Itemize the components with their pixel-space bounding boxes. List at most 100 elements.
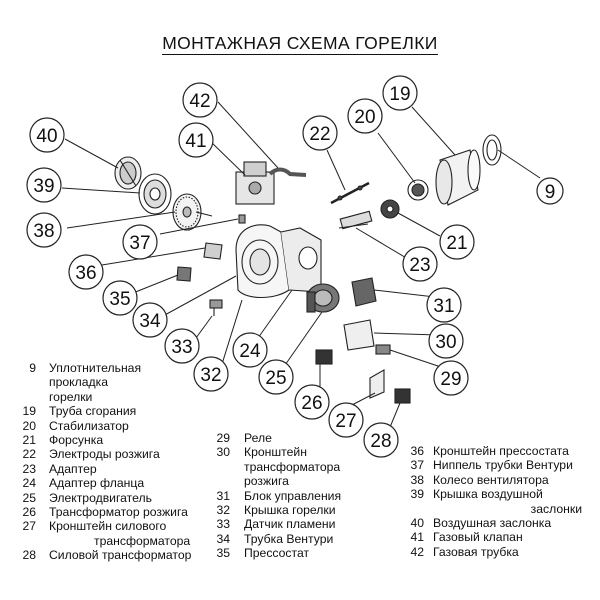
callout-number: 41	[185, 131, 206, 152]
legend-text-line: Крышка горелки	[244, 503, 336, 518]
callout-41: 41	[178, 122, 214, 158]
legend-number: 22	[22, 447, 36, 462]
legend-entry: 38 Колесо вентилятора	[400, 473, 600, 487]
callout-37: 37	[122, 224, 158, 260]
legend-text: Газовая трубка	[433, 545, 600, 559]
callout-circle	[26, 212, 62, 248]
callout-circle	[382, 75, 418, 111]
legend-number: 27	[22, 519, 36, 534]
callout-23: 23	[402, 246, 438, 282]
callout-number: 42	[189, 91, 210, 112]
callout-number: 21	[446, 233, 467, 254]
callout-number: 9	[545, 182, 556, 203]
legend-text-line: Форсунка	[49, 433, 104, 448]
nozzle-part	[380, 199, 400, 219]
venturi-nipple-part	[238, 214, 246, 224]
legend-text-line: Адаптер	[49, 461, 97, 476]
callout-circle	[193, 356, 229, 392]
callout-number: 20	[354, 107, 375, 128]
legend-text-line: Адаптер фланца	[49, 476, 145, 491]
legend-text-line: Блок управления	[244, 488, 342, 503]
legend-number: 20	[22, 418, 36, 433]
legend-number: 34	[216, 531, 230, 546]
callout-number: 31	[433, 296, 454, 317]
callout-circle	[164, 328, 200, 364]
diagram-title: МОНТАЖНАЯ СХЕМА ГОРЕЛКИ	[162, 33, 438, 55]
callout-36: 36	[68, 254, 104, 290]
legend-text: Адаптер фланца	[49, 476, 229, 490]
legend-number: 40	[410, 516, 424, 531]
legend-text: Воздушная заслонка	[433, 516, 600, 530]
legend-entry: 42 Газовая трубка	[400, 545, 600, 559]
callout-30: 30	[428, 323, 464, 359]
callout-number: 30	[435, 332, 456, 353]
legend-text: Блок управления	[244, 489, 412, 503]
callout-9: 9	[536, 177, 564, 205]
combustion-tube-part	[435, 149, 481, 206]
legend-entry: 33 Датчик пламени	[212, 517, 412, 531]
legend-entry: 41 Газовый клапан	[400, 530, 600, 544]
legend-entry: 20 Стабилизатор	[14, 419, 229, 433]
legend-text-line: Стабилизатор	[49, 418, 129, 433]
callout-number: 24	[239, 341, 261, 362]
legend-entry: 25 Электродвигатель	[14, 491, 229, 505]
callout-20: 20	[347, 98, 383, 134]
legend-text-line: розжига	[244, 474, 289, 489]
legend-text: Электроды розжига	[49, 447, 229, 461]
callout-number: 27	[335, 411, 356, 432]
gas-pipe-part	[268, 167, 307, 177]
callout-39: 39	[26, 167, 62, 203]
legend-number: 42	[410, 544, 424, 559]
legend-number: 25	[22, 490, 36, 505]
callout-number: 36	[75, 263, 96, 284]
legend-text-line: Газовый клапан	[433, 530, 523, 545]
legend-entry: 24 Адаптер фланца	[14, 476, 229, 490]
callout-circle	[433, 360, 469, 396]
burner-housing-part	[235, 224, 322, 299]
legend-number: 38	[410, 472, 424, 487]
legend-number: 33	[216, 517, 230, 532]
adapter-part	[338, 210, 373, 230]
legend-number: 24	[22, 476, 36, 491]
callout-33: 33	[164, 328, 200, 364]
callout-number: 33	[171, 337, 192, 358]
legend-text: Трансформатор розжига	[49, 505, 229, 519]
callout-25: 25	[258, 359, 294, 395]
callout-29: 29	[433, 360, 469, 396]
legend-number: 28	[22, 548, 36, 563]
legend-text-line: Трансформатор розжига	[49, 505, 188, 520]
legend-text-line: Крышка воздушной	[433, 487, 543, 502]
motor-part	[306, 283, 340, 313]
callout-circle	[302, 115, 338, 151]
legend-text-line: Электродвигатель	[49, 490, 152, 505]
legend-text-line: Колесо вентилятора	[433, 472, 549, 487]
callout-circle	[102, 280, 138, 316]
callout-circle	[29, 117, 65, 153]
legend-number: 41	[410, 530, 424, 545]
stabilizer-part	[407, 179, 429, 201]
legend-text-line: Воздушная заслонка	[433, 516, 552, 531]
legend-number: 26	[22, 505, 36, 520]
legend-number: 35	[216, 546, 230, 561]
legend-text-line: Уплотнительная	[49, 361, 142, 375]
legend-text-line: Датчик пламени	[244, 517, 336, 532]
callout-circle	[363, 422, 399, 458]
legend-text-line: заслонки	[530, 501, 582, 516]
callout-31: 31	[426, 287, 462, 323]
callout-24: 24	[232, 332, 268, 368]
callout-number: 40	[36, 126, 57, 147]
legend-text-line: Прессостат	[244, 546, 310, 561]
legend-number: 29	[216, 431, 230, 445]
gas-valve-part	[235, 161, 275, 205]
